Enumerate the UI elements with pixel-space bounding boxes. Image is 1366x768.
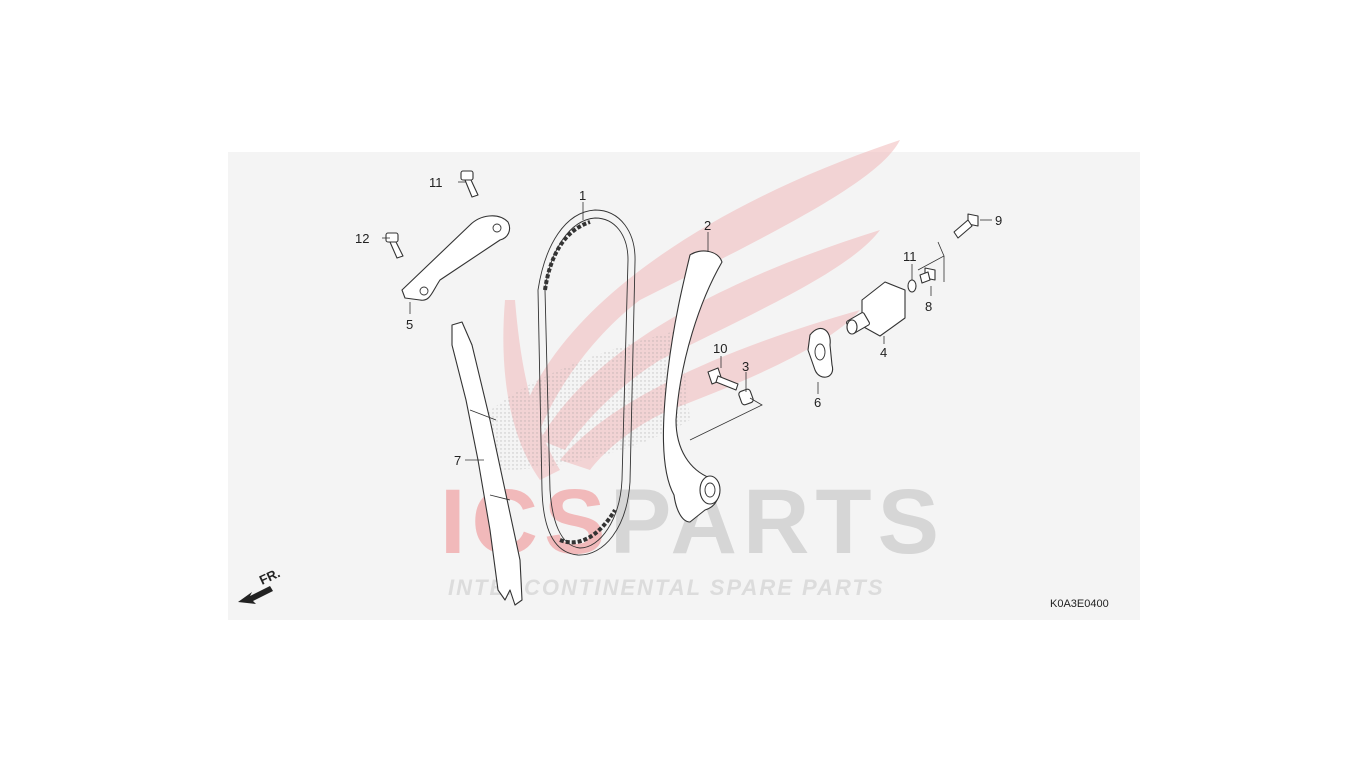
watermark-brand-prefix: ICS <box>440 471 611 573</box>
watermark-wing-logo <box>503 140 900 480</box>
callout-2: 2 <box>704 218 711 233</box>
callout-5: 5 <box>406 317 413 332</box>
part-5-chain-guide-bracket <box>401 215 511 301</box>
diagram-code: K0A3E0400 <box>1050 598 1109 610</box>
part-1-cam-chain <box>537 209 636 556</box>
part-9-bolt <box>953 213 979 239</box>
watermark-dot-texture <box>480 330 690 470</box>
callout-7: 7 <box>454 453 461 468</box>
part-4-tensioner-lifter <box>846 281 906 337</box>
callout-3: 3 <box>742 359 749 374</box>
part-12-bolt-top <box>460 170 479 198</box>
part-3-collar <box>738 388 754 406</box>
part-10-bolt <box>707 367 739 391</box>
front-direction-label: FR. <box>257 565 282 587</box>
callout-6: 6 <box>814 395 821 410</box>
callout-12-top: 11 <box>429 175 443 190</box>
part-8-bolt <box>919 267 936 284</box>
callout-4: 4 <box>880 345 887 360</box>
callout-10: 10 <box>713 341 727 356</box>
part-11-washer <box>907 279 917 293</box>
callout-12-left: 12 <box>355 231 369 246</box>
watermark-brand-suffix: PARTS <box>610 471 945 573</box>
part-7-chain-guide <box>451 321 523 606</box>
callout-8: 8 <box>925 299 932 314</box>
part-2-chain-tensioner-arm <box>662 250 723 523</box>
callout-9: 9 <box>995 213 1002 228</box>
part-6-gasket <box>807 327 834 378</box>
callout-11: 11 <box>903 249 917 264</box>
part-12-bolt-left <box>385 232 404 259</box>
leader-lines <box>382 181 992 461</box>
front-direction-arrow-icon <box>238 586 273 604</box>
callout-1: 1 <box>579 188 586 203</box>
